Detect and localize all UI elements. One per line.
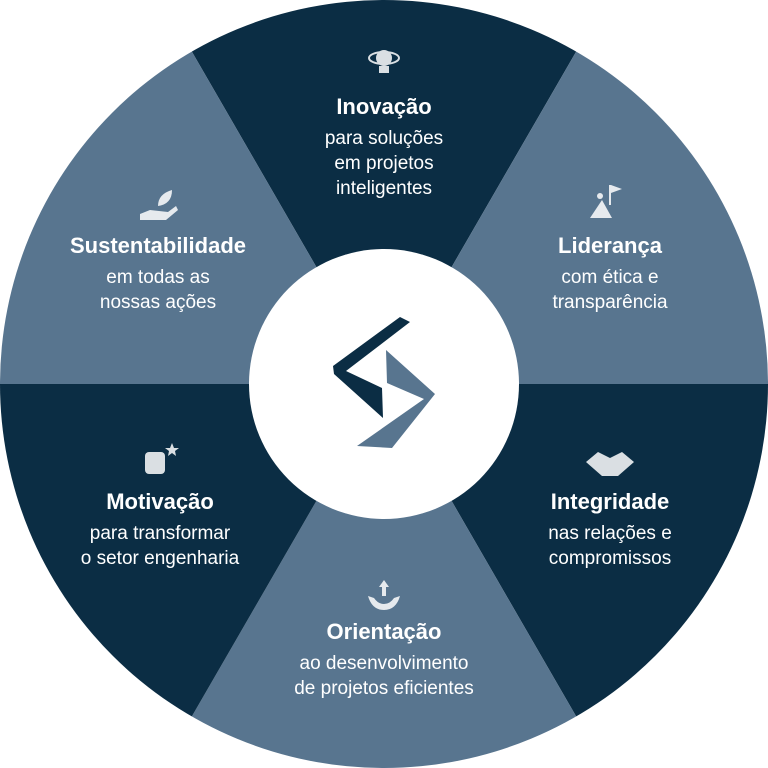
segment-title: Liderança	[558, 233, 663, 258]
segment-title: Sustentabilidade	[70, 233, 246, 258]
segment-line: transparência	[552, 292, 668, 313]
segment-line: nossas ações	[100, 292, 216, 313]
center-circle	[249, 249, 519, 519]
segment-title: Motivação	[106, 489, 214, 514]
segment-line: ao desenvolvimento	[300, 653, 469, 674]
segment-line: em todas as	[106, 267, 210, 288]
segment-line: compromissos	[549, 548, 671, 569]
segment-title: Inovação	[336, 94, 431, 119]
segment-text-integridade: Integridade nas relações e compromissos	[548, 489, 672, 569]
segment-line: o setor engenharia	[81, 548, 240, 569]
segment-title: Integridade	[551, 489, 670, 514]
fist-star-icon	[145, 443, 179, 474]
segment-line: para soluções	[325, 128, 443, 149]
segment-line: nas relações e	[548, 523, 672, 544]
bulb-atom-icon	[368, 50, 400, 73]
segment-text-motivacao: Motivação para transformar o setor engen…	[81, 489, 240, 569]
segment-text-sustentabilidade: Sustentabilidade em todas as nossas açõe…	[70, 233, 246, 313]
segment-text-orientacao: Orientação ao desenvolvimento de projeto…	[294, 619, 474, 699]
segment-line: em projetos	[334, 153, 433, 174]
segment-line: de projetos eficientes	[294, 678, 474, 699]
hand-leaf-icon	[140, 190, 178, 220]
handshake-icon	[586, 452, 634, 476]
arrows-hands-icon	[368, 580, 400, 610]
segment-line: com ética e	[561, 267, 658, 288]
segment-orientacao	[162, 384, 606, 768]
flag-summit-icon	[590, 185, 622, 218]
segment-line: inteligentes	[336, 178, 432, 199]
company-logo	[333, 317, 435, 448]
segment-line: para transformar	[90, 523, 231, 544]
segment-inovacao	[162, 0, 606, 384]
segment-text-inovacao: Inovação para soluções em projetos intel…	[325, 94, 443, 199]
segment-title: Orientação	[327, 619, 442, 644]
segment-text-lideranca: Liderança com ética e transparência	[552, 233, 668, 313]
